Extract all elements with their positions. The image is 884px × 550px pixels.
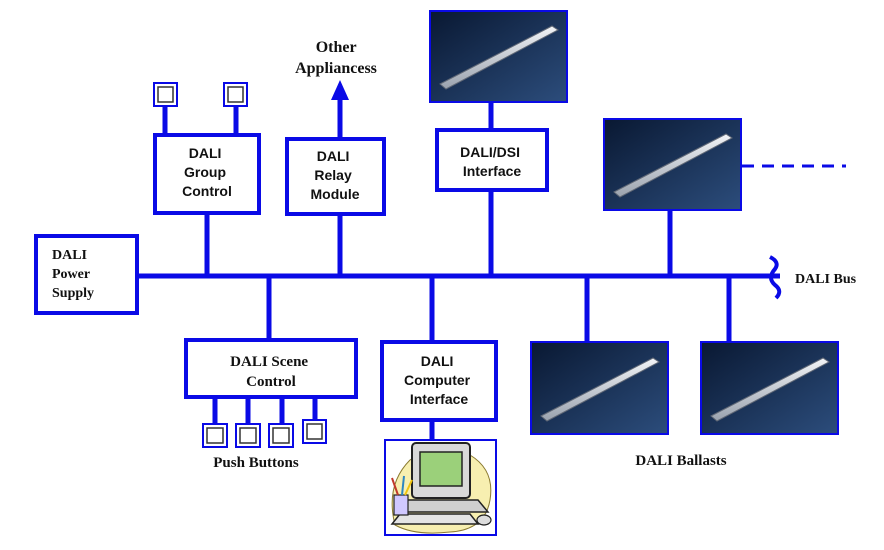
svg-text:DALI Group Control: DALI Group Control xyxy=(182,145,232,199)
dali-ballasts-label: DALI Ballasts xyxy=(635,453,726,469)
push-button-icon xyxy=(223,82,248,107)
push-button-icon xyxy=(153,82,178,107)
ballast-icon xyxy=(530,341,669,435)
svg-text:DALI Scene Control: DALI Scene Control xyxy=(230,354,312,390)
dsi-interface-box: DALI/DSI Interface xyxy=(435,128,549,192)
other-appliances-label: Other Appliancess xyxy=(295,39,377,77)
push-button-icon xyxy=(202,423,228,448)
connectors xyxy=(162,98,732,440)
computer-interface-box: DALI Computer Interface xyxy=(380,340,498,422)
svg-text:DALI Relay Module: DALI Relay Module xyxy=(311,148,360,202)
push-button-icon xyxy=(268,423,294,448)
relay-module-box: DALI Relay Module xyxy=(285,137,386,216)
svg-text:DALI Power Supply: DALI Power Supply xyxy=(52,248,94,301)
arrow-up-icon xyxy=(331,80,349,100)
group-control-box: DALI Group Control xyxy=(153,133,261,215)
push-buttons-label: Push Buttons xyxy=(213,455,299,471)
scene-control-box: DALI Scene Control xyxy=(184,338,358,399)
push-button-icon xyxy=(302,419,327,444)
svg-text:DALI/DSI Interface: DALI/DSI Interface xyxy=(460,144,524,179)
power-supply-box: DALI Power Supply xyxy=(34,234,139,315)
dali-bus-label: DALI Bus xyxy=(795,272,857,287)
ballast-icon xyxy=(603,118,742,211)
ballast-icon xyxy=(429,10,568,103)
svg-text:DALI Computer Inte: DALI Computer Interface xyxy=(404,353,474,407)
computer-clipart-icon xyxy=(384,439,497,536)
push-button-icon xyxy=(235,423,261,448)
bus-break-icon xyxy=(769,255,782,300)
ballast-icon xyxy=(700,341,839,435)
